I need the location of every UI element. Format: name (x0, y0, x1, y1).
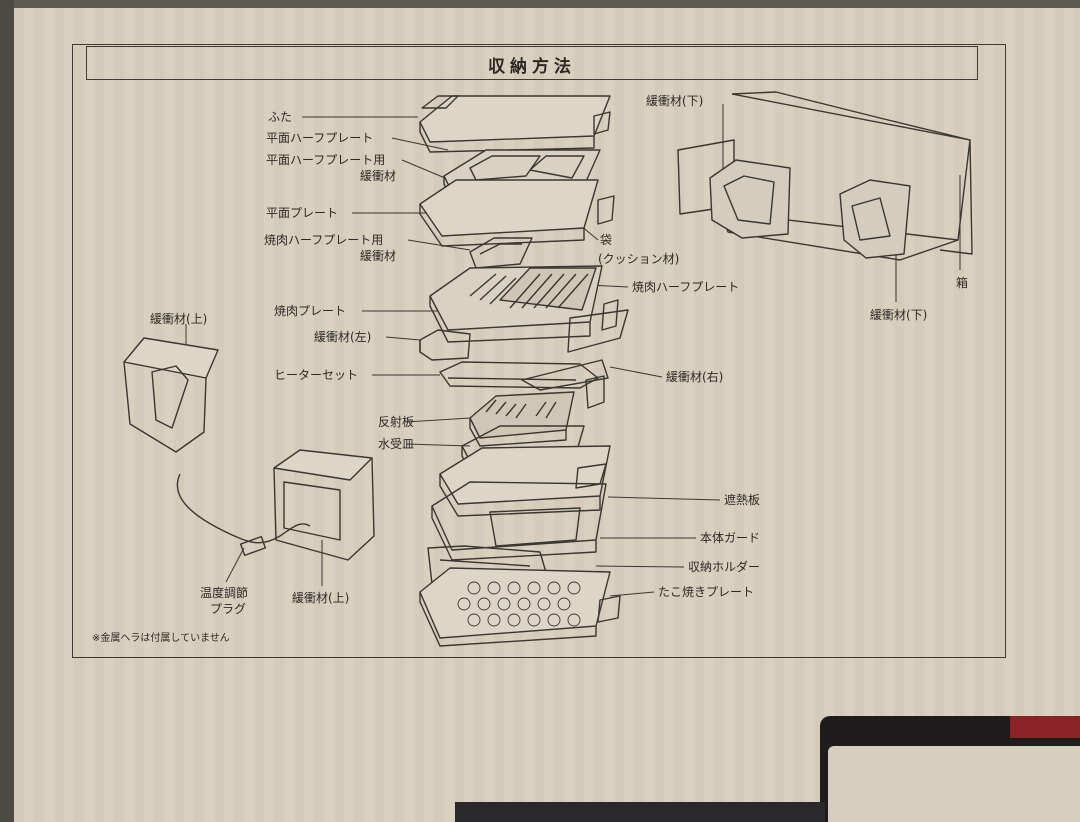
label-half-flat-cushion-2: 緩衝材 (360, 169, 397, 183)
title-bar: 収納方法 (86, 46, 978, 80)
box-diagram-shape (677, 91, 973, 261)
label-cushion-left: 緩衝材(左) (314, 330, 372, 344)
top-cushion-block-2 (273, 449, 375, 561)
label-plug-1: 温度調節 (200, 586, 249, 600)
heater-set-shape (439, 361, 605, 409)
label-box-cushion-bottom-1: 緩衝材(下) (646, 94, 704, 108)
label-half-flat-plate: 平面ハーフプレート (266, 131, 374, 145)
cardboard-flap (828, 746, 1080, 822)
label-storage-holder: 収納ホルダー (688, 560, 761, 574)
label-flat-plate: 平面プレート (266, 206, 339, 220)
label-body-guard: 本体ガード (700, 531, 761, 545)
background-edge (0, 0, 14, 822)
label-half-flat-cushion-1: 平面ハーフプレート用 (266, 153, 386, 167)
label-cushion-right: 緩衝材(右) (666, 370, 724, 384)
takoyaki-plate-shape (419, 567, 621, 647)
leader-lines (185, 104, 961, 597)
label-cushion-top-1: 緩衝材(上) (150, 312, 208, 326)
diagram-title: 収納方法 (488, 57, 576, 77)
yakiniku-plate-shape (429, 265, 619, 343)
heat-shield-shape (439, 445, 611, 517)
storage-holder-shape (427, 545, 551, 587)
red-tape-corner (1010, 716, 1080, 738)
label-takoyaki-plate: たこ焼きプレート (658, 585, 755, 599)
label-yakiniku-plate: 焼肉プレート (274, 304, 347, 318)
diagram-frame (72, 44, 1006, 658)
lid-shape (419, 95, 611, 153)
label-box-cushion-bottom-2: 緩衝材(下) (870, 308, 928, 322)
label-reflector: 反射板 (378, 415, 415, 429)
dark-strip-bottom (455, 802, 825, 822)
label-plug-2: プラグ (210, 602, 247, 616)
label-cushion-top-2: 緩衝材(上) (292, 591, 350, 605)
power-cord (176, 473, 311, 557)
body-guard-shape (431, 481, 607, 561)
label-water-tray: 水受皿 (378, 437, 415, 451)
label-heat-shield: 遮熱板 (724, 493, 761, 507)
yakiniku-cushion-shape (469, 237, 533, 269)
label-box: 箱 (956, 276, 969, 290)
reflector-shape (469, 391, 575, 447)
label-heater-set: ヒーターセット (274, 368, 359, 382)
top-cushion-block-1 (123, 337, 219, 453)
label-lid: ふた (268, 110, 293, 124)
label-yakiniku-half-cushion-1: 焼肉ハーフプレート用 (264, 233, 384, 247)
flat-plate-shape (419, 179, 615, 247)
label-yakiniku-half-plate: 焼肉ハーフプレート (632, 280, 740, 294)
footnote: ※金属ヘラは付属していません (92, 633, 230, 644)
label-bag-cushion: (クッション材) (598, 252, 680, 266)
label-yakiniku-half-cushion-2: 緩衝材 (360, 249, 397, 263)
label-bag: 袋 (600, 233, 613, 247)
